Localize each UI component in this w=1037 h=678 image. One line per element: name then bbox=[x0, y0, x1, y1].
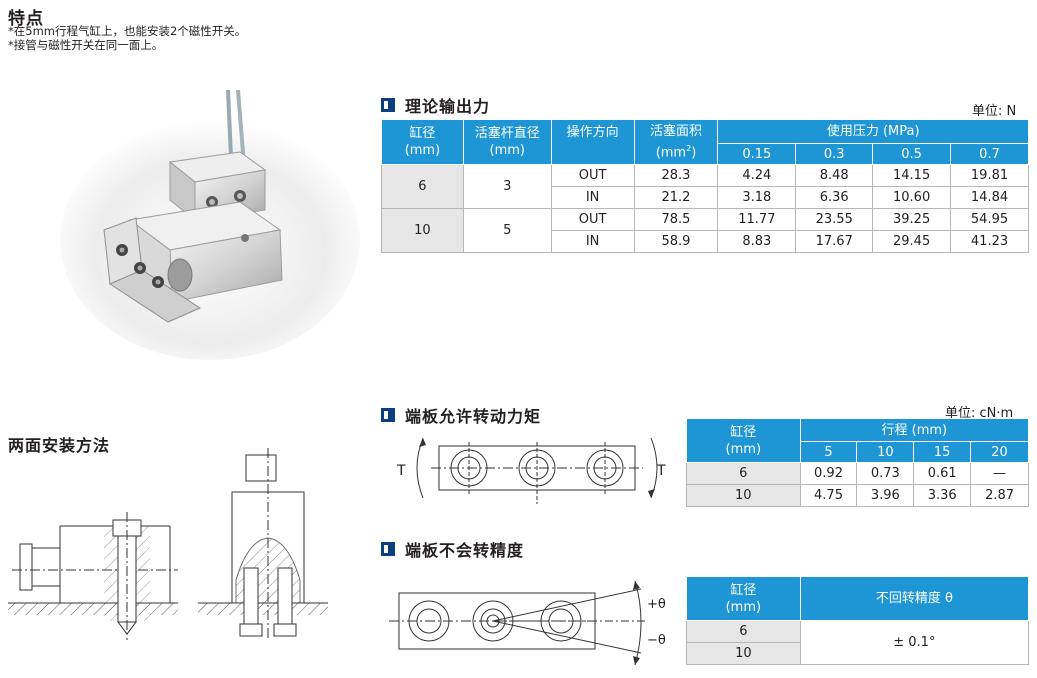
bore-header: 缸径(mm) bbox=[381, 119, 464, 165]
features-title: 特点 bbox=[8, 9, 44, 29]
cylinder-product-image bbox=[60, 89, 360, 360]
value-cell: 39.25 bbox=[872, 208, 952, 231]
dir-cell: IN bbox=[550, 186, 635, 209]
bore-cell: 6 bbox=[686, 462, 801, 485]
area-header: 活塞面积(mm2) bbox=[633, 119, 719, 165]
bore-cell: 10 bbox=[686, 484, 801, 507]
bore-cell: 6 bbox=[686, 620, 801, 643]
area-cell: 28.3 bbox=[633, 164, 719, 187]
accuracy-section-title: 端板不会转精度 bbox=[381, 537, 524, 561]
torque-bore-header: 缸径(mm) bbox=[686, 418, 801, 463]
value-cell: 29.45 bbox=[872, 230, 952, 253]
table-row: 10 5 OUT 78.5 11.77 23.55 39.25 54.95 bbox=[381, 208, 1029, 253]
torque-table: 缸径(mm) 行程 (mm) 5 10 15 20 6 0.92 0.73 0.… bbox=[686, 418, 1030, 507]
accuracy-header: 不回转精度 θ bbox=[799, 576, 1030, 621]
table-row: IN 58.9 8.83 17.67 29.45 41.23 bbox=[382, 230, 1029, 253]
torque-section-title: 端板允许转动力矩 bbox=[381, 403, 541, 427]
stroke-15: 15 bbox=[913, 441, 972, 463]
thrust-section-title: 理论输出力 bbox=[381, 93, 490, 117]
value-cell: 6.36 bbox=[795, 186, 874, 209]
table-row: 6 0.92 0.73 0.61 — bbox=[686, 462, 1029, 485]
accuracy-bore-header: 缸径(mm) bbox=[686, 576, 801, 621]
value-cell: 41.23 bbox=[950, 230, 1029, 253]
table-row: 6 ± 0.1° bbox=[686, 620, 1030, 665]
thrust-title: 理论输出力 bbox=[405, 97, 491, 116]
value-cell: 10.60 bbox=[872, 186, 952, 209]
value-cell: 54.95 bbox=[950, 208, 1029, 231]
rod-header: 活塞杆直径(mm) bbox=[462, 119, 552, 165]
value-cell: 0.73 bbox=[856, 462, 915, 485]
accuracy-title: 端板不会转精度 bbox=[405, 541, 525, 560]
area-cell: 78.5 bbox=[633, 208, 719, 231]
dir-cell: OUT bbox=[550, 208, 635, 231]
bore-cell: 10 bbox=[686, 642, 801, 665]
torque-unit: 单位: cN·m bbox=[945, 406, 1014, 421]
bore-cell: 6 bbox=[381, 164, 464, 209]
area-cell: 58.9 bbox=[633, 230, 719, 253]
value-cell: 4.75 bbox=[799, 484, 858, 507]
value-cell: 3.96 bbox=[856, 484, 915, 507]
value-cell: 8.83 bbox=[717, 230, 797, 253]
thrust-unit: 单位: N bbox=[972, 104, 1017, 119]
bore-cell: 10 bbox=[381, 208, 464, 253]
feature-note-1: *在5mm行程气缸上，也能安装2个磁性开关。 bbox=[8, 24, 247, 38]
torque-label-right: T bbox=[656, 463, 666, 479]
thrust-table: 缸径(mm) 活塞杆直径(mm) 操作方向 活塞面积(mm2) 使用压力 (MP… bbox=[381, 119, 1029, 253]
section-marker-icon bbox=[381, 542, 395, 556]
feature-note-2: *接管与磁性开关在同一面上。 bbox=[8, 38, 164, 52]
value-cell: 11.77 bbox=[717, 208, 797, 231]
pressure-0-7: 0.7 bbox=[950, 143, 1029, 165]
pressure-0-5: 0.5 bbox=[872, 143, 952, 165]
torque-title: 端板允许转动力矩 bbox=[405, 407, 542, 426]
table-row: 10 bbox=[686, 642, 1029, 665]
area-cell: 21.2 bbox=[633, 186, 719, 209]
dir-cell: OUT bbox=[550, 164, 635, 187]
mounting-title: 两面安装方法 bbox=[8, 436, 111, 455]
value-cell: 14.15 bbox=[872, 164, 952, 187]
value-cell: 19.81 bbox=[950, 164, 1029, 187]
value-cell: 0.61 bbox=[913, 462, 972, 485]
value-cell: 3.36 bbox=[913, 484, 972, 507]
rod-cell: 5 bbox=[462, 208, 552, 253]
mounting-diagram bbox=[8, 448, 328, 640]
value-cell: 23.55 bbox=[795, 208, 874, 231]
torque-label-left: T bbox=[396, 463, 406, 479]
stroke-20: 20 bbox=[970, 441, 1029, 463]
accuracy-table: 缸径(mm) 不回转精度 θ 6 ± 0.1° 10 bbox=[686, 576, 1030, 665]
minus-theta-label: −θ bbox=[647, 633, 666, 648]
stroke-10: 10 bbox=[856, 441, 915, 463]
value-cell: 2.87 bbox=[970, 484, 1029, 507]
dir-cell: IN bbox=[550, 230, 635, 253]
value-cell: 4.24 bbox=[717, 164, 797, 187]
value-cell: 0.92 bbox=[799, 462, 858, 485]
table-row: IN 21.2 3.18 6.36 10.60 14.84 bbox=[382, 186, 1029, 209]
pressure-header: 使用压力 (MPa) bbox=[717, 119, 1029, 144]
pressure-0-15: 0.15 bbox=[717, 143, 797, 165]
pressure-0-3: 0.3 bbox=[795, 143, 874, 165]
value-cell: 8.48 bbox=[795, 164, 874, 187]
section-marker-icon bbox=[381, 98, 395, 112]
torque-diagram: T T bbox=[396, 437, 666, 504]
value-cell: — bbox=[970, 462, 1029, 485]
accuracy-diagram: +θ −θ bbox=[389, 580, 666, 666]
accuracy-value-cell: ± 0.1° bbox=[799, 620, 1030, 665]
value-cell: 14.84 bbox=[950, 186, 1029, 209]
table-row: 6 3 OUT 28.3 4.24 8.48 14.15 19.81 bbox=[381, 164, 1029, 209]
rod-cell: 3 bbox=[462, 164, 552, 209]
section-marker-icon bbox=[381, 408, 395, 422]
stroke-header: 行程 (mm) bbox=[799, 418, 1030, 442]
table-row: 10 4.75 3.96 3.36 2.87 bbox=[686, 484, 1029, 507]
value-cell: 3.18 bbox=[717, 186, 797, 209]
direction-header: 操作方向 bbox=[550, 119, 635, 165]
stroke-5: 5 bbox=[799, 441, 858, 463]
value-cell: 17.67 bbox=[795, 230, 874, 253]
plus-theta-label: +θ bbox=[647, 597, 666, 612]
